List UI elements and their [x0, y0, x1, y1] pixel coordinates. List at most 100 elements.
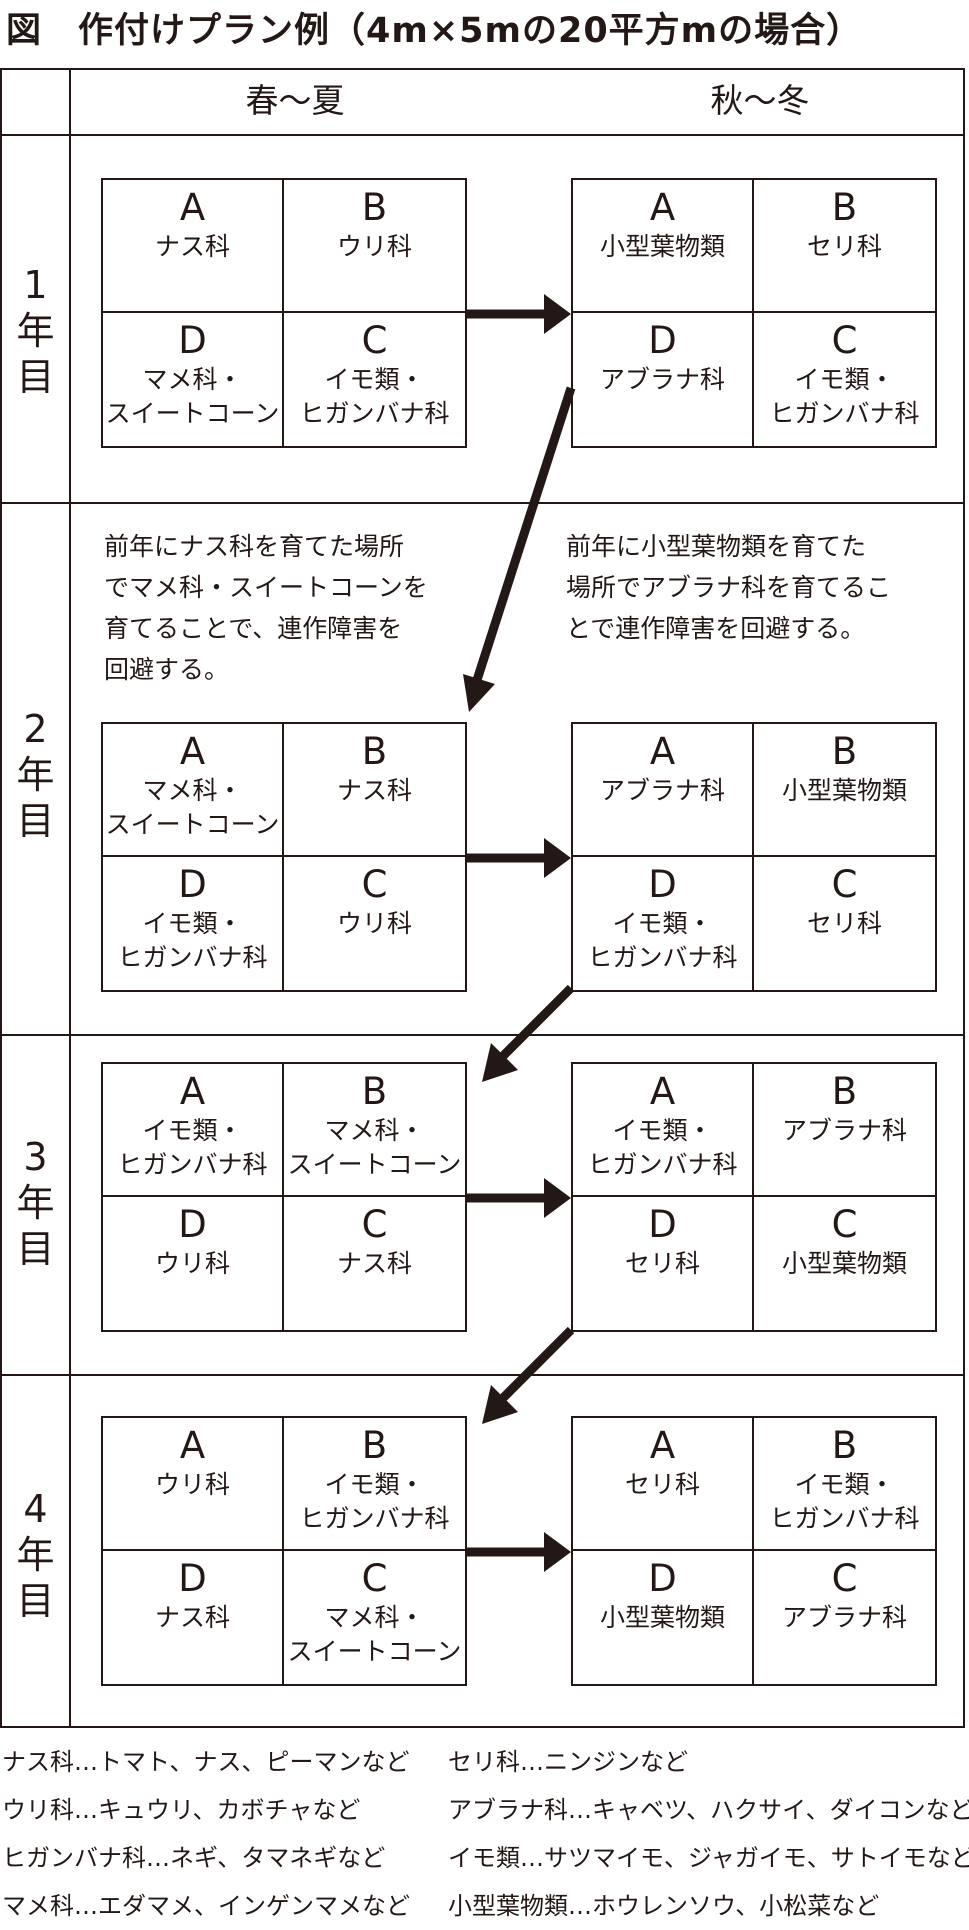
plot-cell: C ウリ科	[284, 857, 465, 990]
plot-letter: D	[648, 1203, 677, 1246]
crop-family: セリ科	[624, 1470, 700, 1499]
crop-family: イモ類・ ヒガンバナ科	[299, 1470, 450, 1533]
year-label-char: 3	[23, 1135, 48, 1179]
crop-family: マメ科・ スイートコーン	[105, 365, 280, 428]
plot-letter: D	[648, 1557, 677, 1600]
crop-family: ナス科	[336, 1249, 412, 1278]
plan-table	[0, 68, 965, 1728]
crop-family: マメ科・ スイートコーン	[105, 776, 280, 839]
plot-cell: D セリ科	[573, 1197, 754, 1330]
legend-item: ウリ科…キュウリ、カボチャなど	[2, 1796, 361, 1824]
plot-letter: B	[361, 1424, 388, 1467]
plot-letter: B	[831, 1070, 858, 1113]
crop-family: セリ科	[806, 232, 882, 261]
plot-letter: D	[178, 1557, 207, 1600]
crop-family: ナス科	[336, 776, 412, 805]
year-label-char: 年	[16, 1181, 55, 1225]
crop-family: アブラナ科	[599, 365, 725, 394]
season-header-autumn: 秋～冬	[710, 81, 810, 120]
plot-cell: C アブラナ科	[754, 1551, 935, 1684]
figure-title: 図 作付けプラン例（4m×5mの20平方mの場合）	[6, 11, 863, 51]
year-label-char: 目	[16, 799, 55, 843]
plot-letter: C	[831, 1203, 858, 1246]
legend-item: イモ類…サツマイモ、ジャガイモ、サトイモなど	[448, 1844, 969, 1872]
plot-letter: A	[179, 1070, 206, 1113]
plot-cell: C 小型葉物類	[754, 1197, 935, 1330]
year-label-char: 年	[16, 753, 55, 797]
plot-cell: D 小型葉物類	[573, 1551, 754, 1684]
plot-letter: A	[179, 1424, 206, 1467]
plot-letter: C	[361, 1557, 388, 1600]
header-divider	[0, 134, 965, 136]
crop-family: 小型葉物類	[781, 1249, 907, 1278]
rotation-note-left: 前年にナス科を育てた場所 でマメ科・スイートコーンを 育てることで、連作障害を …	[104, 532, 428, 684]
year-label-char: 年	[16, 309, 55, 353]
legend-item: アブラナ科…キャベツ、ハクサイ、ダイコンなど	[448, 1796, 969, 1824]
plot-letter: C	[831, 319, 858, 362]
year-divider-2	[0, 1034, 965, 1036]
plot-cell: A アブラナ科	[573, 724, 754, 857]
plot-letter: B	[361, 1070, 388, 1113]
plot-letter: C	[361, 863, 388, 906]
plot-letter: C	[831, 1557, 858, 1600]
crop-family: イモ類・ ヒガンバナ科	[117, 1116, 268, 1179]
year-label-4: 4 年 目	[2, 1486, 69, 1624]
year-column-divider	[69, 68, 71, 1728]
year-label-char: 目	[16, 355, 55, 399]
plot-letter: B	[831, 730, 858, 773]
crop-family: 小型葉物類	[599, 1603, 725, 1632]
year-label-char: 年	[16, 1533, 55, 1577]
crop-family: イモ類・ ヒガンバナ科	[299, 365, 450, 428]
plot-letter: D	[178, 1203, 207, 1246]
crop-family: アブラナ科	[781, 1116, 907, 1145]
legend-item: ナス科…トマト、ナス、ピーマンなど	[2, 1748, 410, 1776]
year-divider-3	[0, 1374, 965, 1376]
plot-letter: A	[649, 1424, 676, 1467]
plot-letter: C	[361, 319, 388, 362]
plot-cell: A セリ科	[573, 1418, 754, 1551]
plot-cell: A 小型葉物類	[573, 180, 754, 313]
plot-cell: B アブラナ科	[754, 1064, 935, 1197]
plot-cell: B セリ科	[754, 180, 935, 313]
plot-letter: A	[649, 186, 676, 229]
plot-cell: B 小型葉物類	[754, 724, 935, 857]
crop-family: ナス科	[154, 1603, 230, 1632]
crop-family: アブラナ科	[599, 776, 725, 805]
crop-family: アブラナ科	[781, 1603, 907, 1632]
plot-letter: A	[649, 1070, 676, 1113]
crop-family: イモ類・ ヒガンバナ科	[587, 909, 738, 972]
crop-family: ウリ科	[336, 909, 412, 938]
crop-family: イモ類・ ヒガンバナ科	[769, 365, 920, 428]
crop-family: マメ科・ スイートコーン	[287, 1116, 462, 1179]
plot-letter: B	[831, 186, 858, 229]
year-label-2: 2 年 目	[2, 706, 69, 844]
crop-family: セリ科	[624, 1249, 700, 1278]
crop-family: セリ科	[806, 909, 882, 938]
year-label-char: 1	[23, 263, 48, 307]
crop-family: 小型葉物類	[781, 776, 907, 805]
crop-family: 小型葉物類	[599, 232, 725, 261]
plot-letter: A	[649, 730, 676, 773]
crop-family: イモ類・ ヒガンバナ科	[117, 909, 268, 972]
plot-letter: D	[178, 319, 207, 362]
plot-letter: D	[648, 863, 677, 906]
plot-letter: C	[831, 863, 858, 906]
legend-right: セリ科…ニンジンなど アブラナ科…キャベツ、ハクサイ、ダイコンなど イモ類…サツ…	[448, 1738, 969, 1930]
year-divider-1	[0, 502, 965, 504]
